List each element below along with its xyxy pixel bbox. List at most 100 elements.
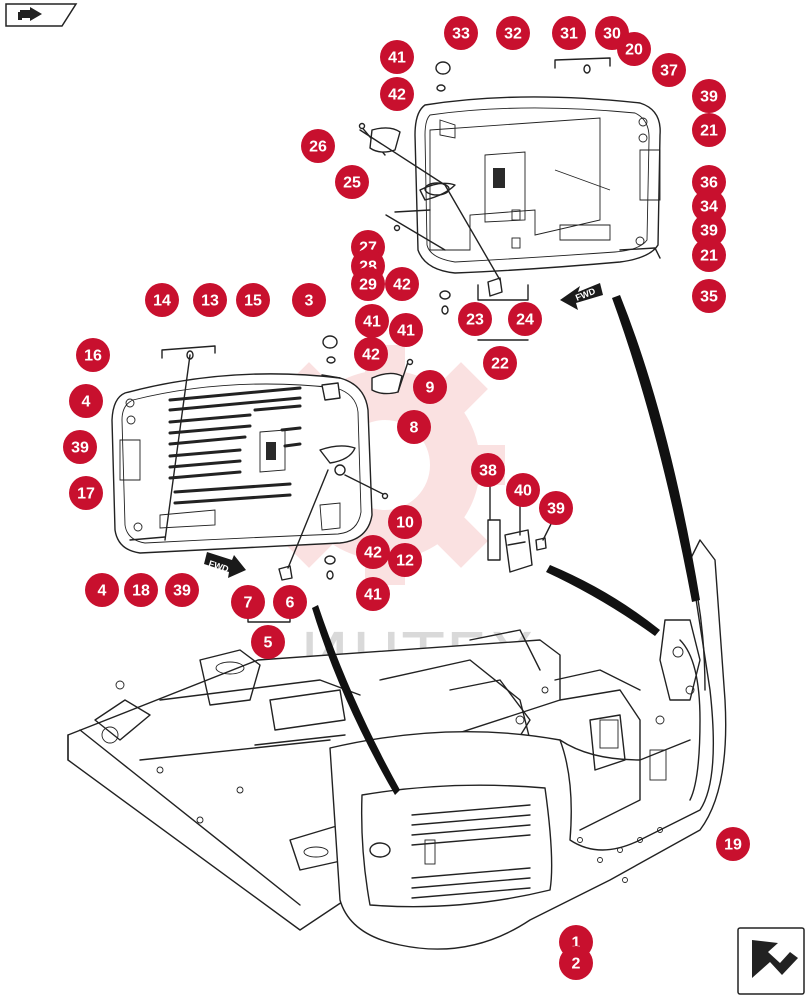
callout-38: 38: [471, 453, 505, 487]
callout-number: 10: [396, 515, 414, 532]
callout-circle: [85, 573, 119, 607]
callout-17: 17: [69, 476, 103, 510]
callout-number: 37: [660, 63, 678, 80]
callout-number: 23: [466, 312, 484, 329]
callout-number: 5: [264, 635, 273, 652]
callout-circle: [388, 505, 422, 539]
callout-circle: [471, 453, 505, 487]
callout-number: 7: [244, 595, 253, 612]
callout-16: 16: [76, 338, 110, 372]
return-arrow-icon[interactable]: [737, 927, 805, 995]
callout-41: 41: [355, 304, 389, 338]
callout-number: 19: [724, 837, 742, 854]
callout-12: 12: [388, 543, 422, 577]
callout-39: 39: [165, 573, 199, 607]
callout-circle: [692, 238, 726, 272]
callout-number: 3: [305, 293, 314, 310]
callout-42: 42: [356, 535, 390, 569]
left-door-vents: [168, 386, 302, 505]
callout-4: 4: [85, 573, 119, 607]
callout-25: 25: [335, 165, 369, 199]
assembly-leader-swooshes: [312, 295, 700, 795]
callout-22: 22: [483, 346, 517, 380]
callout-19: 19: [716, 827, 750, 861]
bracket-parts: [487, 479, 554, 573]
callout-9: 9: [413, 370, 447, 404]
callout-circle: [385, 267, 419, 301]
callout-circle: [236, 283, 270, 317]
callout-7: 7: [231, 585, 265, 619]
callout-41: 41: [356, 577, 390, 611]
callout-circle: [716, 827, 750, 861]
callout-number: 24: [516, 312, 534, 329]
callout-number: 22: [491, 356, 509, 373]
callout-5: 5: [251, 625, 285, 659]
fwd-arrow-right: FWD: [204, 552, 246, 578]
callout-number: 12: [396, 553, 414, 570]
callout-41: 41: [380, 40, 414, 74]
navigation-arrow-tab-icon[interactable]: [5, 3, 78, 27]
lower-door-vents: [411, 804, 531, 899]
callout-circle: [444, 16, 478, 50]
callout-circle: [413, 370, 447, 404]
callout-42: 42: [385, 267, 419, 301]
callout-circle: [617, 32, 651, 66]
right-door-parts: [358, 57, 611, 341]
right-door-assembly: [414, 96, 661, 274]
callout-18: 18: [124, 573, 158, 607]
callout-number: 8: [410, 420, 419, 437]
callout-37: 37: [652, 53, 686, 87]
callout-23: 23: [458, 302, 492, 336]
callout-number: 4: [98, 583, 107, 600]
callout-number: 9: [426, 380, 435, 397]
callout-number: 40: [514, 483, 532, 500]
callout-circle: [351, 267, 385, 301]
callout-3: 3: [292, 283, 326, 317]
callout-39: 39: [692, 213, 726, 247]
callout-circle: [355, 304, 389, 338]
callout-number: 41: [364, 587, 382, 604]
callout-number: 1: [572, 935, 581, 952]
callout-number: 32: [504, 26, 522, 43]
callout-10: 10: [388, 505, 422, 539]
callout-40: 40: [506, 473, 540, 507]
callout-circle: [539, 491, 573, 525]
callout-6: 6: [273, 585, 307, 619]
callout-39: 39: [539, 491, 573, 525]
callout-circle: [335, 165, 369, 199]
callout-number: 17: [77, 486, 95, 503]
callout-42: 42: [354, 337, 388, 371]
callout-number: 42: [388, 87, 406, 104]
left-door-assembly: [111, 373, 373, 554]
callout-circle: [145, 283, 179, 317]
callout-26: 26: [301, 129, 335, 163]
callout-39: 39: [63, 430, 97, 464]
callout-circle: [356, 535, 390, 569]
callout-circle: [380, 40, 414, 74]
callout-circle: [508, 302, 542, 336]
callout-circle: [76, 338, 110, 372]
callout-number: 30: [603, 26, 621, 43]
callout-circle: [69, 384, 103, 418]
callout-number: 39: [173, 583, 191, 600]
callout-number: 15: [244, 293, 262, 310]
callout-number: 21: [700, 123, 718, 140]
callout-13: 13: [193, 283, 227, 317]
callout-31: 31: [552, 16, 586, 50]
callout-24: 24: [508, 302, 542, 336]
callout-circle: [692, 279, 726, 313]
callout-circle: [231, 585, 265, 619]
callout-circle: [165, 573, 199, 607]
machine-frame: [67, 539, 727, 950]
callout-number: 13: [201, 293, 219, 310]
callout-21: 21: [692, 113, 726, 147]
callout-number: 41: [388, 50, 406, 67]
callout-33: 33: [444, 16, 478, 50]
callout-circle: [193, 283, 227, 317]
callout-number: 41: [397, 323, 415, 340]
callout-circle: [251, 625, 285, 659]
callout-21: 21: [692, 238, 726, 272]
callout-8: 8: [397, 410, 431, 444]
